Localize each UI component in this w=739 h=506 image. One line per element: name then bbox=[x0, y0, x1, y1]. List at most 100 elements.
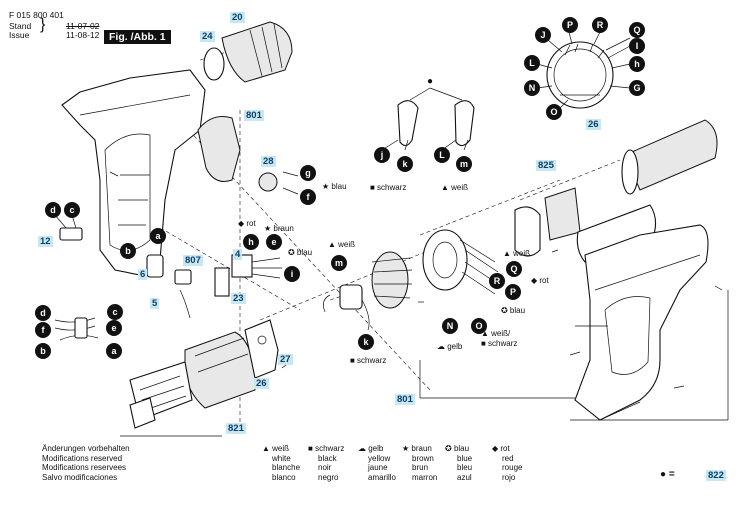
legend-black-fr: noir bbox=[318, 463, 332, 472]
legend-brown: ★ braun brown brun marron bbox=[402, 444, 437, 482]
legend-red-de: ◆ rot bbox=[492, 444, 510, 453]
part-number-26-cover: 26 bbox=[254, 378, 269, 389]
annotation-schwarz-k-center: ■ schwarz bbox=[350, 356, 387, 365]
heater-core bbox=[514, 206, 541, 257]
housing-right bbox=[574, 224, 709, 421]
ring-bubble-P: P bbox=[562, 17, 578, 33]
legend-black-de: ■ schwarz bbox=[308, 444, 345, 453]
part-number-24: 24 bbox=[200, 31, 215, 42]
legend-changes-fr: Modifications reservees bbox=[42, 463, 127, 472]
annotation-rot-R: ◆ rot bbox=[531, 276, 549, 285]
legend-white-de: ▲ weiß bbox=[262, 444, 290, 453]
annotation-dot-822: ● = bbox=[660, 469, 675, 480]
part-number-12: 12 bbox=[38, 236, 53, 247]
part-number-821: 821 bbox=[226, 423, 246, 434]
legend-blue: ✪ blau blue bleu azul bbox=[445, 444, 472, 482]
annotation-blau-i: ✪ blau bbox=[288, 248, 313, 257]
bubble-k-center: k bbox=[358, 334, 374, 350]
doc-number: F 015 800 401 bbox=[9, 10, 64, 20]
annotation-weiss-m: ▲ weiß bbox=[328, 240, 356, 249]
legend-red-es: rojo bbox=[502, 472, 516, 482]
annotation-blau-ring: ★ blau bbox=[322, 182, 347, 191]
bubble-m-center: m bbox=[331, 255, 347, 271]
legend-white: ▲ weiß white blanche blanco bbox=[262, 444, 300, 482]
bubble-f-left: f bbox=[35, 322, 51, 338]
bubble-a-top: a bbox=[150, 228, 166, 244]
bubble-d-left: d bbox=[35, 305, 51, 321]
legend-blue-de: ✪ blau bbox=[445, 444, 470, 453]
bubble-Q: Q bbox=[506, 261, 522, 277]
bubble-N: N bbox=[442, 318, 458, 334]
bubble-k-clip: k bbox=[397, 156, 413, 172]
brace: } bbox=[40, 16, 46, 33]
legend-black: ■ schwarz black noir negro bbox=[308, 444, 344, 482]
bubble-c-left: c bbox=[107, 304, 123, 320]
bubble-e: e bbox=[266, 234, 282, 250]
ring-bubble-R: R bbox=[592, 17, 608, 33]
annotation-weiss-Q: ▲ weiß bbox=[503, 249, 531, 258]
legend-red-en: red bbox=[502, 453, 514, 463]
legend-red: ◆ rot red rouge rojo bbox=[492, 444, 522, 482]
bubble-d-top: d bbox=[45, 202, 61, 218]
bubble-b-left: b bbox=[35, 343, 51, 359]
legend-brown-en: brown bbox=[412, 453, 434, 463]
legend-brown-fr: brun bbox=[412, 463, 429, 472]
legend-red-fr: rouge bbox=[502, 463, 523, 472]
part-number-5: 5 bbox=[150, 298, 160, 309]
ring-bubble-O: O bbox=[546, 104, 562, 120]
bubble-e-left: e bbox=[106, 320, 122, 336]
annotation-weiss-schwarz-O-1: ▲ weiß/ bbox=[481, 329, 511, 338]
bubble-m-clip: m bbox=[456, 156, 472, 172]
bubble-j: j bbox=[374, 147, 390, 163]
legend-blue-en: blue bbox=[457, 453, 473, 463]
part-number-20: 20 bbox=[230, 12, 245, 23]
legend-blue-fr: bleu bbox=[457, 463, 473, 472]
ring-26 bbox=[546, 41, 614, 109]
bubble-P: P bbox=[505, 284, 521, 300]
outlet-tube bbox=[624, 119, 718, 191]
annotation-blau-P: ✪ blau bbox=[501, 306, 526, 315]
ring-bubble-Q: Q bbox=[629, 22, 645, 38]
bubble-L-clip: L bbox=[434, 147, 450, 163]
annotation-gelb-N: ☁ gelb bbox=[437, 342, 463, 351]
fan-housing bbox=[184, 331, 256, 409]
ring-bubble-L: L bbox=[524, 55, 540, 71]
legend-yellow-es: amarillo bbox=[368, 472, 397, 482]
part-number-4: 4 bbox=[233, 249, 243, 260]
legend-brown-es: marron bbox=[412, 472, 438, 482]
bubble-c-top: c bbox=[64, 202, 80, 218]
bubble-b-top: b bbox=[120, 243, 136, 259]
legend-changes-en: Modifications reserved bbox=[42, 453, 123, 463]
legend-yellow: ☁ gelb yellow jaune amarillo bbox=[358, 444, 396, 482]
ring-bubble-J: J bbox=[535, 27, 551, 43]
legend-white-fr: blanche bbox=[272, 463, 301, 472]
grip-cover bbox=[197, 116, 241, 182]
stand-date: 11-07-02 bbox=[66, 21, 100, 31]
part-number-23: 23 bbox=[231, 293, 246, 304]
legend-black-en: black bbox=[318, 453, 337, 463]
bubble-f: f bbox=[300, 189, 316, 205]
annotation-dot-clips: ● bbox=[427, 76, 434, 87]
annotation-weiss-schwarz-O-2: ■ schwarz bbox=[481, 339, 518, 348]
bubble-g: g bbox=[300, 165, 316, 181]
issue-label: Issue bbox=[9, 30, 30, 40]
nozzle-20 bbox=[221, 21, 293, 83]
legend-brown-de: ★ braun bbox=[402, 444, 432, 453]
annotation-rot-h: ◆ rot bbox=[238, 219, 256, 228]
cover-26 bbox=[244, 319, 279, 379]
ring-bubble-N: N bbox=[524, 80, 540, 96]
legend-yellow-fr: jaune bbox=[368, 463, 388, 472]
legend-changes-de: Änderungen vorbehalten bbox=[42, 444, 130, 453]
part-number-6: 6 bbox=[138, 269, 148, 280]
bubble-h: h bbox=[243, 234, 259, 250]
annotation-braun-e: ★ braun bbox=[264, 224, 294, 233]
part-number-807: 807 bbox=[183, 255, 203, 266]
ring-bubble-I: I bbox=[629, 38, 645, 54]
legend-white-es: blanco bbox=[272, 472, 296, 482]
bubble-O: O bbox=[471, 318, 487, 334]
heater-unit bbox=[371, 251, 409, 309]
legend-white-en: white bbox=[272, 453, 291, 463]
bubble-R: R bbox=[489, 273, 505, 289]
bubble-a-left: a bbox=[106, 343, 122, 359]
